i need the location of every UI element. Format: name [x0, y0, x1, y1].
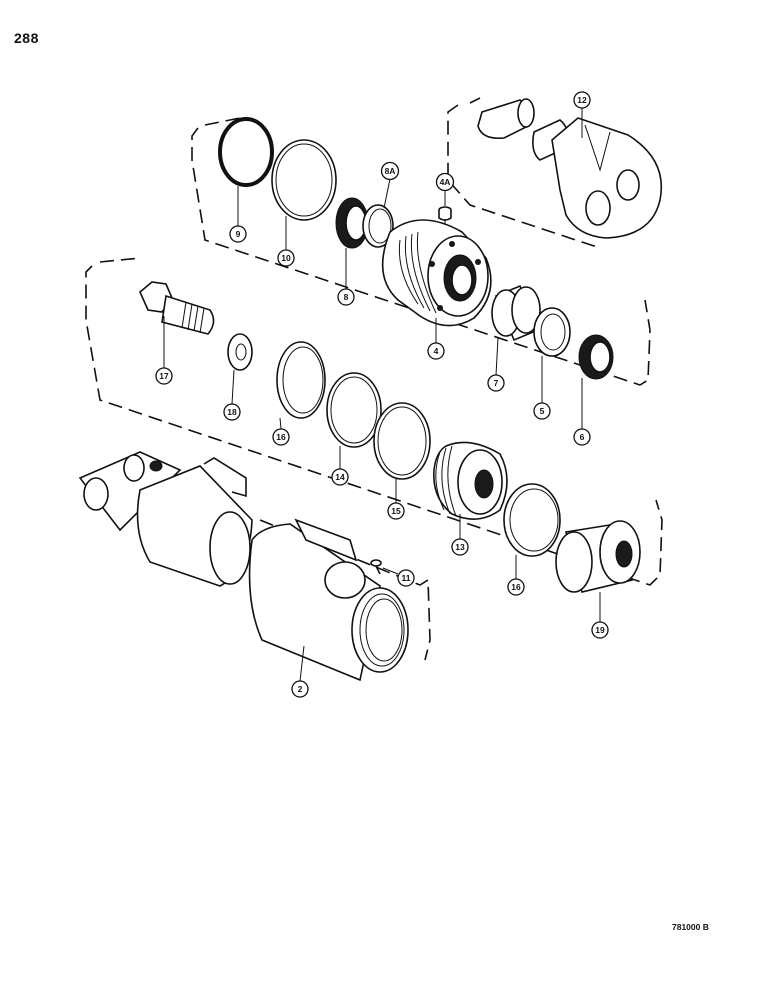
callout-12-label: 12 — [577, 95, 587, 105]
callout-2: 2 — [291, 680, 309, 698]
callout-11: 11 — [397, 569, 415, 587]
callout-10-label: 10 — [281, 253, 291, 263]
callout-18: 18 — [223, 403, 241, 421]
callout-13: 13 — [451, 538, 469, 556]
callout-12: 12 — [573, 91, 591, 109]
callout-6-label: 6 — [580, 432, 585, 442]
part-17-bolt — [139, 281, 215, 335]
callout-14: 14 — [331, 468, 349, 486]
callout-11-label: 11 — [402, 573, 411, 583]
callout-7: 7 — [487, 374, 505, 392]
part-4-gland — [381, 219, 492, 327]
part-8-rod-seal — [335, 197, 369, 249]
part-14-ring — [326, 372, 382, 448]
part-13-piston — [433, 441, 508, 520]
part-9-o-ring — [218, 117, 274, 187]
callout-9-label: 9 — [236, 229, 241, 239]
part-8a-ring — [362, 204, 394, 248]
callout-13-label: 13 — [455, 542, 465, 552]
part-16-wear-ring-upper — [276, 341, 326, 419]
part-10-backup-ring — [271, 139, 337, 221]
callout-2-label: 2 — [298, 684, 303, 694]
part-19-spacer — [555, 520, 641, 593]
figure-code: 781000 B — [672, 922, 709, 932]
callout-16-upper: 16 — [272, 428, 290, 446]
part-6-seal — [578, 334, 614, 380]
callout-16-lower-label: 16 — [511, 582, 521, 592]
page-number: 288 — [14, 30, 39, 46]
callout-14-label: 14 — [335, 472, 345, 482]
callout-4-label: 4 — [434, 346, 439, 356]
callout-15: 15 — [387, 502, 405, 520]
callout-8: 8 — [337, 288, 355, 306]
part-7-bushing — [491, 284, 541, 342]
callout-8a-label: 8A — [385, 166, 396, 176]
callout-10: 10 — [277, 249, 295, 267]
callout-16-upper-label: 16 — [276, 432, 286, 442]
part-11-screw — [370, 559, 382, 575]
callout-19: 19 — [591, 621, 609, 639]
callout-5-label: 5 — [540, 406, 545, 416]
callout-8a: 8A — [380, 161, 400, 181]
callout-4: 4 — [427, 342, 445, 360]
part-16-wear-ring-lower — [503, 483, 561, 557]
callout-16-lower: 16 — [507, 578, 525, 596]
part-2-barrel — [248, 518, 409, 682]
callout-7-label: 7 — [494, 378, 499, 388]
callout-15-label: 15 — [391, 506, 401, 516]
leader-lines — [163, 108, 601, 682]
callout-17: 17 — [155, 367, 173, 385]
part-12-rod-clevis — [477, 98, 663, 239]
callout-5: 5 — [533, 402, 551, 420]
callout-4a-label: 4A — [440, 177, 451, 187]
callout-17-label: 17 — [159, 371, 169, 381]
callout-19-label: 19 — [595, 625, 605, 635]
part-4a-screw — [438, 206, 452, 230]
cylinder-barrel-clevis-end — [78, 451, 253, 587]
callout-4a: 4A — [435, 172, 455, 192]
part-15-ring — [373, 402, 431, 480]
part-5-wiper — [533, 307, 571, 357]
part-18-washer — [227, 333, 253, 371]
callout-18-label: 18 — [227, 407, 237, 417]
callout-8-label: 8 — [344, 292, 349, 302]
callout-9: 9 — [229, 225, 247, 243]
callout-6: 6 — [573, 428, 591, 446]
